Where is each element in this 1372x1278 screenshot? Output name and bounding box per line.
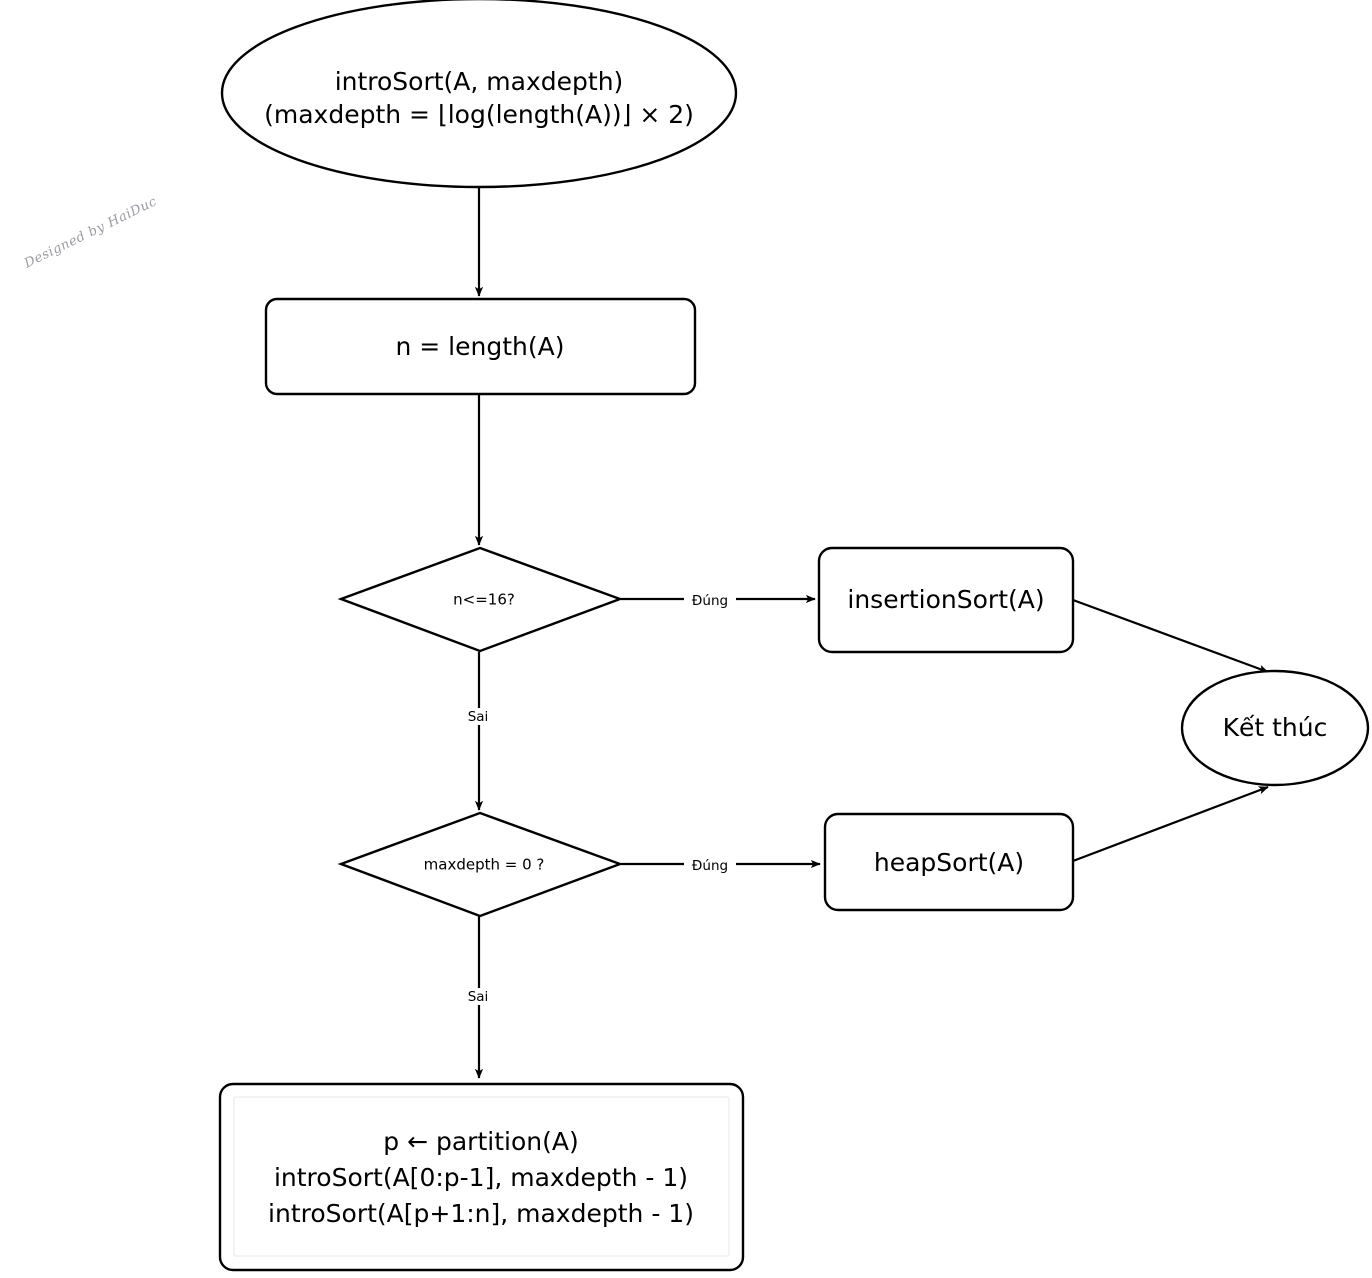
edge-label-decision-maxdepth-true: Đúng (692, 858, 728, 874)
node-recursion[interactable]: p ← partition(A) introSort(A[0:p-1], max… (218, 1082, 745, 1272)
edge-label-decision-maxdepth-false: Sai (468, 989, 489, 1005)
node-length-label: n = length(A) (396, 332, 565, 361)
node-decision-maxdepth[interactable]: maxdepth = 0 ? (337, 811, 624, 918)
node-decision-n-label: n<=16? (453, 591, 515, 609)
node-end-label: Kết thúc (1223, 713, 1328, 742)
edge-label-decision-n-false: Sai (468, 709, 489, 725)
node-insertion-sort-label: insertionSort(A) (847, 585, 1044, 614)
node-length[interactable]: n = length(A) (264, 297, 697, 396)
node-heap-sort-label: heapSort(A) (874, 848, 1024, 877)
node-start[interactable]: introSort(A, maxdepth) (maxdepth = ⌊log(… (220, 0, 738, 189)
node-insertion-sort[interactable]: insertionSort(A) (817, 546, 1075, 654)
node-decision-n[interactable]: n<=16? (337, 546, 624, 653)
edge-label-group: Đúng Sai Đúng Sai (462, 592, 736, 1005)
node-heap-sort[interactable]: heapSort(A) (823, 812, 1075, 912)
edge-label-decision-n-true: Đúng (692, 593, 728, 609)
node-recursion-line2: introSort(A[0:p-1], maxdepth - 1) (274, 1163, 688, 1192)
recursion-inner-frame (233, 1096, 730, 1257)
node-recursion-line3: introSort(A[p+1:n], maxdepth - 1) (268, 1199, 694, 1228)
node-start-line2: (maxdepth = ⌊log(length(A))⌋ × 2) (264, 100, 694, 129)
edge-insertion-to-end (1072, 598, 1269, 674)
node-decision-maxdepth-label: maxdepth = 0 ? (424, 856, 545, 874)
node-recursion-line1: p ← partition(A) (383, 1127, 578, 1156)
node-end[interactable]: Kết thúc (1180, 669, 1370, 787)
edge-heap-to-end (1072, 785, 1269, 863)
node-start-line1: introSort(A, maxdepth) (335, 67, 624, 96)
